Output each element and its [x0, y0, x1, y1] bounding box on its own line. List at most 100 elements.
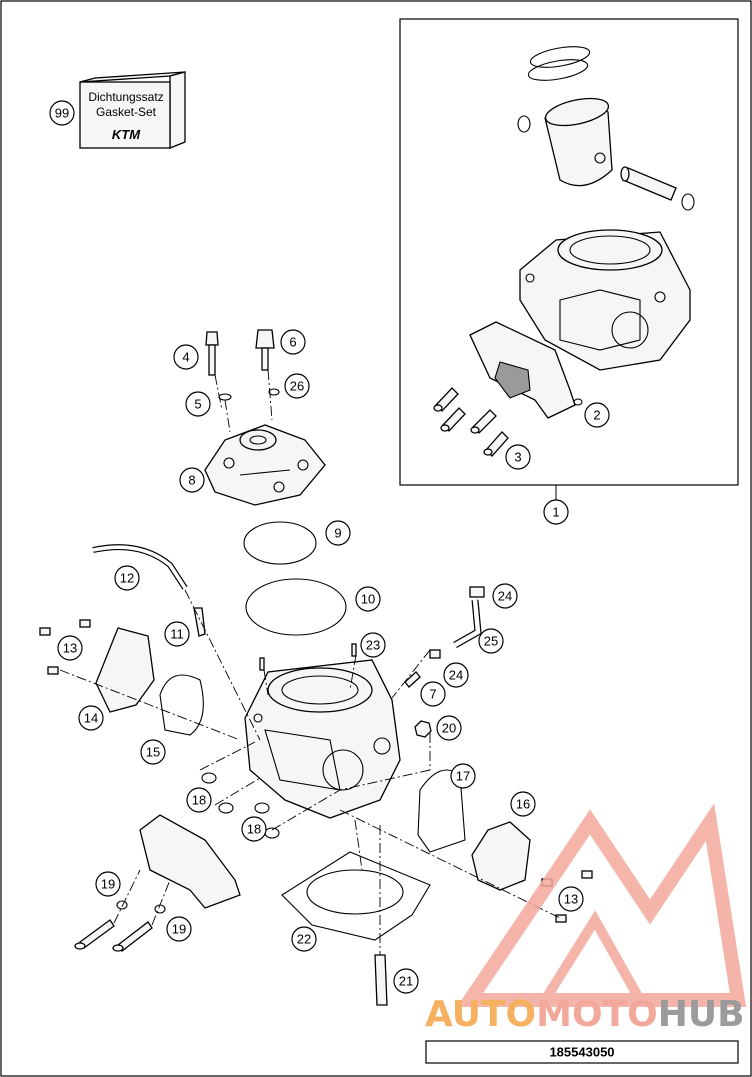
callout-23: 23 — [360, 632, 386, 658]
pin-left — [259, 657, 265, 671]
callout-number: 16 — [516, 797, 530, 812]
callout-number: 10 — [361, 592, 375, 607]
cover-bolts-left — [39, 619, 91, 675]
callout-24: 24 — [492, 583, 518, 609]
callout-1: 1 — [543, 499, 569, 525]
callout-7: 7 — [420, 681, 446, 707]
head-o-ring-inner — [243, 521, 317, 565]
callout-24: 24 — [443, 662, 469, 688]
callout-6: 6 — [280, 329, 306, 355]
gasket-set-box: Dichtungssatz Gasket-Set KTM — [79, 71, 186, 149]
callout-19: 19 — [95, 871, 121, 897]
cylinder-kit-frame — [399, 18, 739, 486]
elbow-hose-fill — [453, 599, 481, 647]
kit-cylinder — [519, 229, 691, 371]
lower-bolts — [74, 900, 166, 952]
valve-cover-gasket — [159, 674, 204, 736]
reference-number: 185543050 — [549, 1045, 614, 1060]
callout-5: 5 — [185, 391, 211, 417]
callout-number: 18 — [247, 822, 261, 837]
callout-number: 7 — [429, 687, 436, 702]
callout-number: 25 — [484, 634, 498, 649]
callout-4: 4 — [173, 344, 199, 370]
callout-number: 14 — [84, 711, 98, 726]
reference-number-box — [425, 1040, 739, 1064]
hose-fitting — [193, 607, 206, 637]
callout-10: 10 — [355, 586, 381, 612]
water-fitting — [404, 671, 421, 688]
callout-16: 16 — [510, 791, 536, 817]
head-bolt — [205, 331, 219, 376]
flange-nut — [414, 720, 432, 738]
callout-9: 9 — [325, 520, 351, 546]
callout-number: 24 — [449, 668, 463, 683]
callout-number: 26 — [290, 379, 304, 394]
callout-3: 3 — [505, 444, 531, 470]
callout-number: 9 — [334, 526, 341, 541]
callout-15: 15 — [140, 739, 166, 765]
main-cylinder — [244, 659, 401, 819]
callout-number: 18 — [192, 793, 206, 808]
callout-number: 1 — [552, 505, 559, 520]
o-ring-3 — [254, 802, 270, 814]
callout-18: 18 — [241, 816, 267, 842]
callout-25: 25 — [478, 628, 504, 654]
callout-number: 3 — [514, 450, 521, 465]
cover-gasket-right — [417, 769, 466, 853]
watermark-logo — [456, 803, 747, 1007]
circlip-right — [681, 193, 695, 211]
piston-pin — [620, 166, 677, 201]
pin-right — [351, 643, 357, 657]
callout-number: 99 — [55, 106, 69, 121]
o-ring-1 — [201, 772, 217, 784]
callout-number: 11 — [170, 627, 184, 642]
exhaust-flange — [469, 321, 583, 419]
base-gasket-bore — [306, 869, 404, 915]
callout-number: 17 — [456, 769, 470, 784]
callout-number: 8 — [188, 473, 195, 488]
callout-13: 13 — [57, 635, 83, 661]
ktm-logo: KTM — [112, 127, 141, 142]
callout-26: 26 — [284, 373, 310, 399]
lower-exhaust-flange — [139, 814, 241, 909]
callout-18: 18 — [186, 787, 212, 813]
piston-rings — [527, 46, 591, 81]
leader-lines — [59, 369, 561, 955]
callout-21: 21 — [393, 968, 419, 994]
callout-2: 2 — [584, 402, 610, 428]
callout-number: 20 — [442, 721, 456, 736]
callout-number: 2 — [593, 408, 600, 423]
callout-number: 12 — [120, 571, 134, 586]
valve-cover-right — [471, 821, 531, 891]
callout-number: 4 — [182, 350, 189, 365]
cylinder-head — [204, 424, 326, 506]
callout-number: 15 — [146, 745, 160, 760]
callout-number: 5 — [194, 397, 201, 412]
watermark-text: AUTOMOTOHUB — [425, 994, 745, 1035]
callout-99: 99 — [49, 100, 75, 126]
kit-bolts — [433, 387, 509, 457]
callout-11: 11 — [164, 621, 190, 647]
valve-cover-left — [95, 627, 155, 713]
callout-12: 12 — [114, 565, 140, 591]
callout-number: 24 — [498, 589, 512, 604]
piston — [544, 97, 613, 187]
callout-number: 19 — [101, 877, 115, 892]
callout-number: 19 — [172, 922, 186, 937]
callout-8: 8 — [179, 467, 205, 493]
sensor-o-ring — [268, 388, 280, 396]
breather-hose-fill — [92, 545, 187, 589]
callout-number: 6 — [289, 335, 296, 350]
head-o-ring-outer — [245, 578, 347, 636]
callout-20: 20 — [436, 715, 462, 741]
callout-number: 23 — [366, 638, 380, 653]
temperature-sensor — [255, 329, 275, 371]
gasket-box-line2: Gasket-Set — [96, 105, 157, 119]
o-ring-2 — [218, 802, 234, 814]
callout-19: 19 — [166, 916, 192, 942]
head-washer — [218, 393, 232, 401]
callout-number: 22 — [297, 932, 311, 947]
